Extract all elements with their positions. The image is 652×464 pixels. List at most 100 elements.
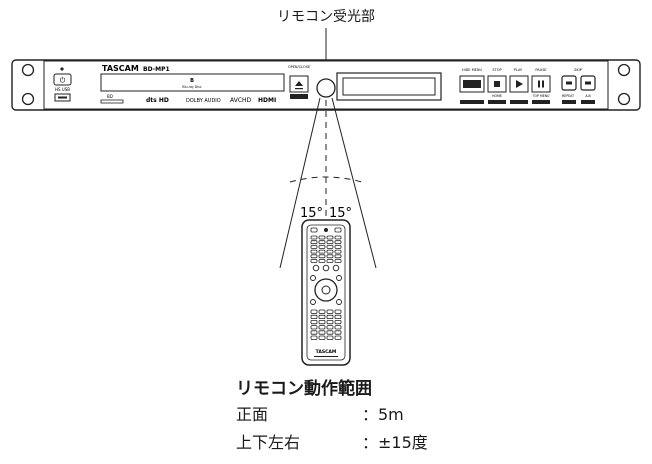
- remote-key: [334, 259, 342, 263]
- remote-key: [318, 319, 326, 325]
- spec-front-value: ：5m: [362, 405, 404, 424]
- open-close-label: OPEN/CLOSE: [288, 65, 310, 69]
- remote-key: [334, 335, 342, 340]
- play-label: PLAY: [514, 68, 523, 72]
- remote-key: [326, 235, 334, 240]
- open-close-sublabel: [290, 94, 308, 99]
- bluray-disc-text: Blu-ray Disc: [182, 85, 201, 89]
- remote-key: [326, 325, 334, 330]
- brand-logo: TASCAM: [102, 64, 139, 73]
- remote-key: [318, 325, 326, 330]
- remote-key: [310, 335, 318, 340]
- spec-title: リモコン動作範囲: [236, 379, 372, 399]
- front-bezel: [43, 60, 609, 110]
- remote-key: [310, 227, 318, 233]
- power-icon: ⏻: [60, 77, 66, 85]
- stop-label: STOP: [492, 68, 501, 72]
- remote-key: [326, 319, 334, 325]
- enter-key-strip: [460, 100, 484, 104]
- remote-key: [334, 235, 342, 240]
- remote-key: [318, 335, 326, 340]
- remote-key: [336, 299, 342, 305]
- top-menu-label: TOP MENU: [532, 94, 551, 98]
- usb-label: HS USB: [55, 87, 70, 92]
- remote-key: [310, 244, 318, 249]
- spec-angle-value: ：±15度: [362, 433, 428, 452]
- remote-key: [310, 330, 318, 335]
- remote-key: [334, 240, 342, 245]
- remote-key: [326, 330, 334, 335]
- cone-right-line: [331, 97, 377, 269]
- angle-arc: [289, 176, 363, 183]
- remote-keypad-top: [310, 235, 342, 263]
- remote-key: [326, 249, 334, 254]
- right-angle-label: 15°: [329, 206, 352, 221]
- spec-angle-label: 上下左右: [236, 433, 301, 452]
- bluray-logo: B: [190, 78, 194, 84]
- remote-key: [310, 259, 318, 263]
- remote-key: [318, 235, 326, 240]
- rack-hole-icon: [617, 92, 631, 106]
- power-button[interactable]: [53, 73, 72, 86]
- usb-slot-icon: [58, 96, 67, 99]
- remote-face: [306, 224, 346, 361]
- remote-key: [318, 249, 326, 254]
- remote-key: [318, 244, 326, 249]
- remote-key: [326, 314, 334, 320]
- pause-icon: [538, 80, 540, 88]
- remote-brand-logo: TASCAM: [316, 349, 337, 355]
- hdmi-logo: HDMI: [258, 97, 276, 104]
- remote-key: [326, 309, 334, 314]
- left-angle-label: 15°: [300, 206, 323, 221]
- avchd-logo: AVCHD: [230, 97, 252, 104]
- dolby-logo: DOLBY AUDIO: [186, 98, 221, 104]
- home-label: HOME: [492, 94, 502, 98]
- power-led-icon: [60, 67, 64, 71]
- remote-key: [310, 319, 318, 325]
- remote-key: [310, 314, 318, 320]
- remote-key: [332, 264, 340, 272]
- key-strip: [510, 100, 528, 104]
- remote-key: [310, 275, 316, 281]
- remote-key: [334, 325, 342, 330]
- skip-forward-icon: [585, 81, 591, 85]
- key-strip: [581, 100, 595, 104]
- remote-key: [318, 330, 326, 335]
- remote-control: TASCAM: [301, 219, 351, 366]
- remote-key: [310, 254, 318, 259]
- remote-key: [334, 319, 342, 325]
- rack-hole-icon: [21, 92, 35, 106]
- rack-hole-icon: [617, 63, 631, 77]
- model-name: BD-MP1: [143, 66, 170, 73]
- remote-key: [326, 254, 334, 259]
- eject-icon: [295, 81, 303, 86]
- remote-sensor-label: リモコン受光部: [277, 9, 375, 25]
- stop-icon: [494, 81, 500, 87]
- hide-menu-key-icon: [463, 80, 481, 88]
- pause-button[interactable]: [531, 75, 551, 93]
- key-strip: [532, 100, 550, 104]
- remote-key: [322, 264, 330, 272]
- remote-key: [318, 254, 326, 259]
- remote-key: [326, 335, 334, 340]
- remote-key: [318, 240, 326, 245]
- remote-key: [310, 235, 318, 240]
- remote-keypad-bottom: [310, 309, 342, 340]
- remote-key: [318, 309, 326, 314]
- eject-bar-icon: [295, 88, 303, 90]
- play-icon: [516, 80, 523, 88]
- remote-key: [334, 249, 342, 254]
- remote-key: [310, 240, 318, 245]
- skip-label: SKIP: [574, 68, 582, 72]
- bd-logo: BD: [107, 94, 113, 99]
- remote-enter-key: [321, 285, 331, 295]
- hide-menu-label: HIDE MENU: [462, 68, 483, 72]
- remote-model-line: [314, 356, 338, 357]
- display-screen: [342, 77, 436, 96]
- remote-key: [334, 254, 342, 259]
- dts-logo: dts HD: [146, 97, 169, 104]
- ir-sensor: [316, 78, 336, 98]
- spec-front-label: 正面: [236, 405, 269, 424]
- player-front-panel: ⏻ HS USB TASCAM BD-MP1 B Blu-ray Disc BD…: [11, 59, 641, 111]
